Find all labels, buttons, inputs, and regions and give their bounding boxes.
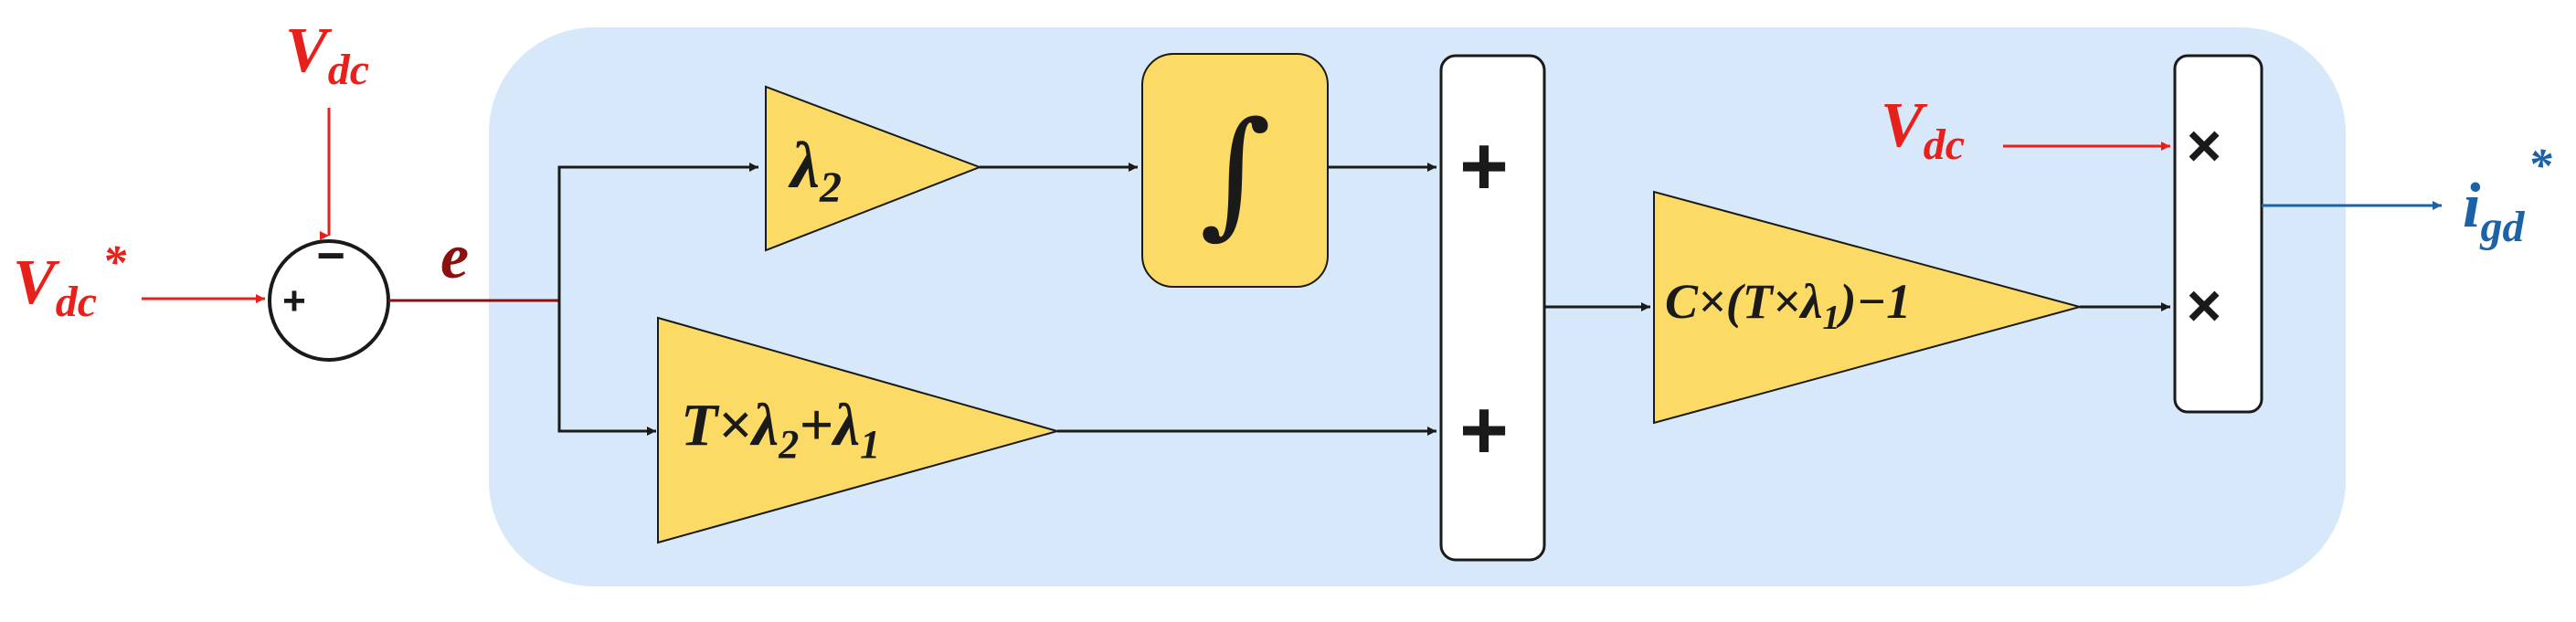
multiplier-block [2173, 54, 2263, 414]
sum-minus-sign: − [316, 228, 345, 283]
adder-plus-top: + [1459, 120, 1509, 213]
output-label: igd* [2463, 140, 2552, 251]
gain-t-block [657, 316, 1061, 544]
vdc-ref-label: Vdc* [13, 237, 127, 326]
integrator-block [1141, 53, 1329, 288]
multiplier-x-bottom: × [2187, 271, 2222, 339]
multiplier-x-top: × [2187, 111, 2222, 179]
gain-c-label: C×(T×λ1)−1 [1665, 274, 1911, 337]
sum-plus-sign: + [282, 279, 306, 323]
integral-symbol: ∫ [1200, 93, 1271, 252]
gain-c-block [1653, 190, 2083, 425]
gain-lambda2-block [765, 85, 982, 252]
adder-plus-bottom: + [1459, 384, 1509, 477]
vdc-mult-label: Vdc [1881, 90, 1965, 169]
branch-to-gain-t [557, 300, 656, 436]
gain-t-label: T×λ2+λ1 [681, 392, 880, 467]
gain-lambda2-label: λ2 [788, 129, 842, 212]
vdc-top-label: Vdc [285, 16, 369, 94]
error-label: e [440, 222, 469, 292]
branch-to-lambda2 [557, 163, 758, 300]
